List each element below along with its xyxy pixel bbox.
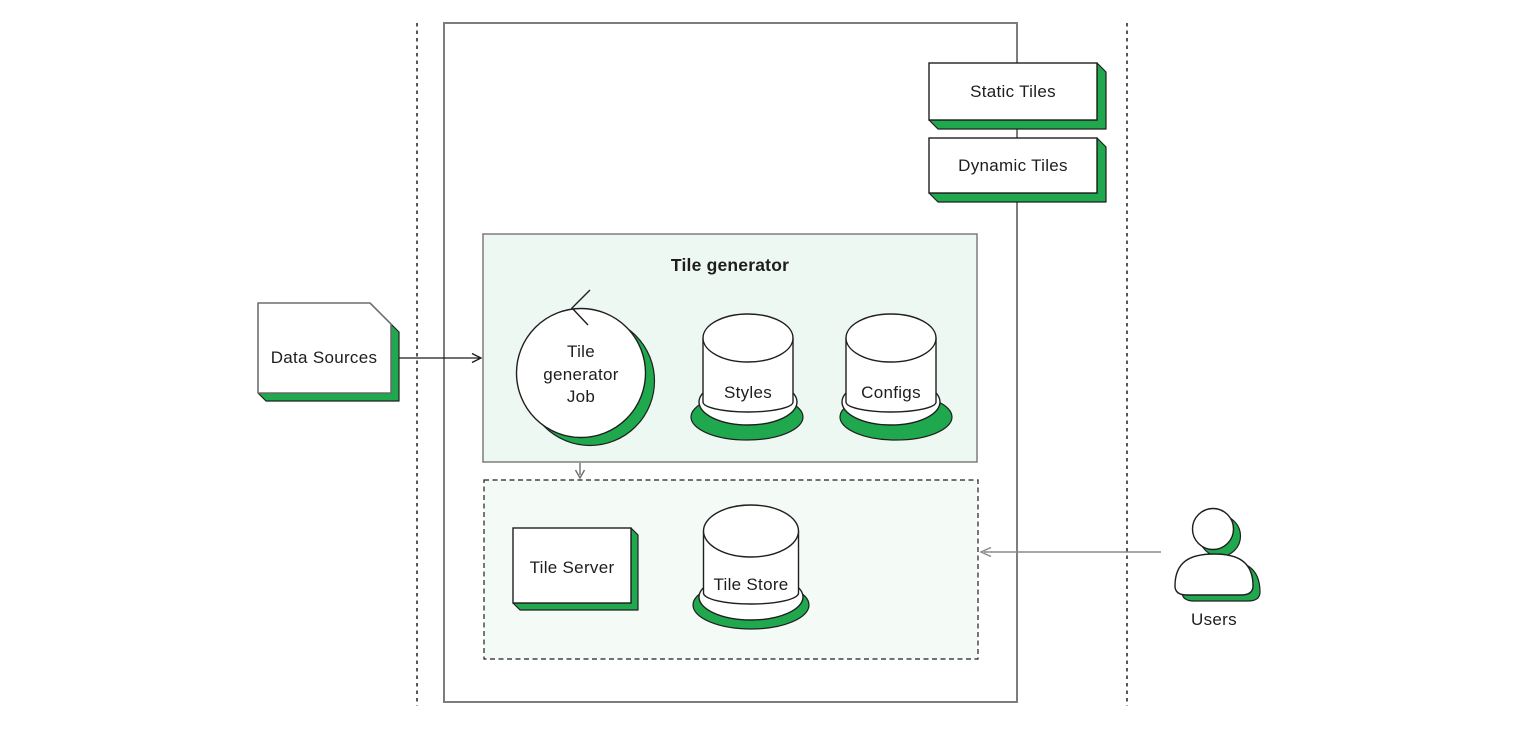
configs-cylinder-top (845, 313, 937, 363)
dynamic-tiles-label: Dynamic Tiles (958, 156, 1068, 175)
styles-cylinder-bottom-rim (702, 401, 794, 413)
arrowhead-right-icon (471, 352, 483, 364)
tile-server-box (512, 527, 632, 604)
job-label-line1: Tile (567, 342, 595, 361)
data-sources-box (257, 302, 392, 394)
tile-store-label: Tile Store (713, 575, 788, 594)
arrowhead-down-icon (574, 469, 586, 480)
arrowhead-left-icon (979, 546, 992, 558)
users-body-icon (1174, 553, 1254, 596)
static-tiles-node: Static Tiles (928, 62, 1107, 130)
users-actor-node: Users (1174, 507, 1261, 629)
static-tiles-label: Static Tiles (970, 82, 1056, 101)
tile-generator-zone-title: Tile generator (671, 255, 789, 275)
arrow-datasources-to-generator (399, 352, 483, 364)
dynamic-tiles-node: Dynamic Tiles (928, 137, 1107, 203)
arrow-generator-to-serving (574, 463, 586, 480)
tile-store-cylinder-bottom-rim (702, 592, 800, 605)
tile-generator-job-node: Tile generator Job (515, 289, 656, 447)
configs-cylinder-bottom-rim (845, 401, 937, 413)
dynamic-tiles-box (928, 137, 1098, 194)
styles-label: Styles (724, 383, 772, 402)
job-label-line2: generator (543, 365, 619, 384)
data-sources-label: Data Sources (271, 348, 378, 367)
arrow-users-to-serving (979, 546, 1161, 558)
tile-server-node: Tile Server (512, 527, 639, 611)
static-tiles-box (928, 62, 1098, 121)
styles-cylinder-top (702, 313, 794, 363)
tile-store-cylinder-top (702, 504, 800, 558)
job-circle (515, 307, 647, 439)
data-sources-node: Data Sources (257, 302, 400, 402)
users-head-icon (1191, 507, 1235, 551)
configs-database-node: Configs (839, 313, 953, 441)
tile-store-database-node: Tile Store (692, 504, 810, 630)
configs-label: Configs (861, 383, 921, 402)
styles-database-node: Styles (690, 313, 804, 441)
loop-arrowhead-icon (571, 289, 591, 326)
job-label-line3: Job (567, 387, 595, 406)
tile-server-label: Tile Server (530, 558, 615, 577)
users-label: Users (1191, 610, 1237, 629)
